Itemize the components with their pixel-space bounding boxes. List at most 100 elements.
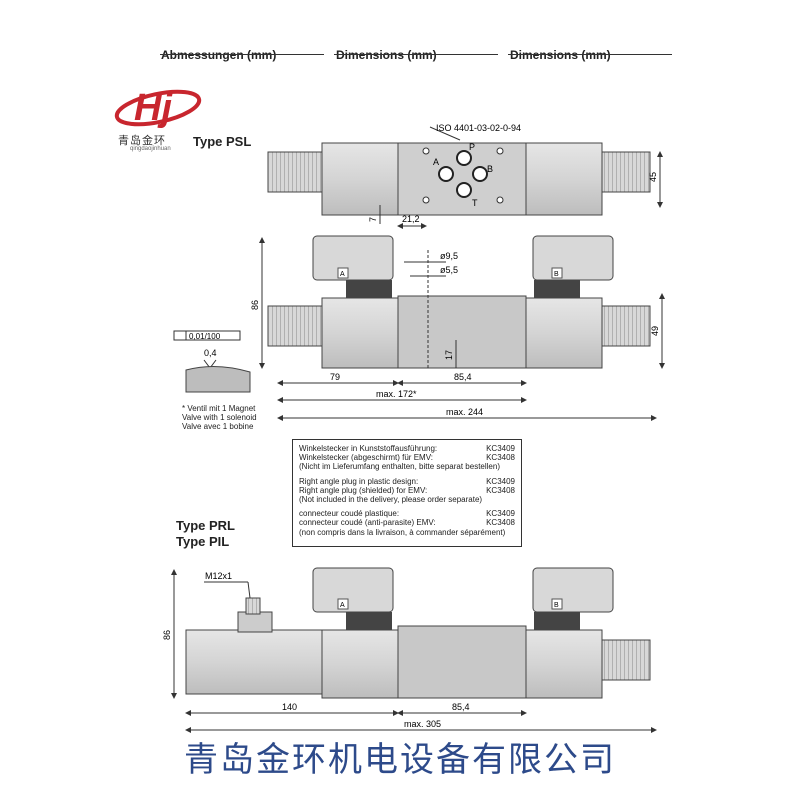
info-row: Right angle plug in plastic design: KC340… (299, 477, 515, 486)
dim-17: 17 (444, 350, 454, 360)
company-logo: Hj (114, 87, 202, 129)
knurled-nut-right (601, 151, 651, 193)
coil-letter-box-b (551, 598, 563, 610)
note-line-fr: Valve avec 1 bobine (182, 422, 254, 431)
dim-7: 7 (368, 217, 378, 222)
connector-plug-right (532, 235, 614, 281)
dim-85-4-top: 85,4 (454, 372, 472, 382)
solenoid-left (321, 142, 399, 216)
port-p-label: P (469, 142, 475, 152)
iso-label: ISO 4401-03-02-0-94 (436, 123, 521, 133)
logo-pinyin: qingdaojinhuan (130, 146, 171, 152)
dim-85-4-bottom: 85,4 (452, 702, 470, 712)
coil-letter-b: B (554, 271, 559, 278)
info-code: KC3409 (486, 444, 515, 453)
top-view-psl: ISO 4401-03-02-0-94 P A B T 45 21,2 7 (267, 123, 663, 229)
info-row: Right angle plug (shielded) for EMV: KC34… (299, 486, 515, 495)
info-label: Winkelstecker (abgeschirmt) für EMV: (299, 453, 433, 463)
coil-letter-a: A (340, 271, 345, 278)
logo-swoosh (114, 89, 202, 127)
solenoid-note: * Ventil mit 1 Magnet Valve with 1 solen… (182, 404, 257, 431)
dim-49: 49 (650, 326, 660, 336)
valve-body (397, 295, 527, 369)
note-line-en: Valve with 1 solenoid (182, 413, 257, 422)
port-t (456, 182, 472, 198)
solenoid-left (321, 629, 399, 699)
coil-letter-a: A (340, 602, 345, 609)
dim-79: 79 (330, 372, 340, 382)
company-name-footer: 青岛金环机电设备有限公司 (184, 740, 616, 780)
logo-name-cn: 青岛金环 (118, 134, 166, 147)
header-underline (508, 54, 672, 55)
info-code: KC3408 (486, 453, 515, 463)
connector-plug-left (312, 567, 394, 613)
coil-letter-box-a (337, 598, 349, 610)
pilot-actuator (185, 629, 323, 695)
mount-hole (422, 196, 430, 204)
dim-21-2: 21,2 (402, 214, 420, 224)
type-pil-label: Type PIL (176, 534, 230, 549)
solenoid-right (525, 629, 603, 699)
header-dimensions-fr: Dimensions (mm) (510, 48, 611, 62)
solenoid-left (321, 297, 399, 369)
m12-fitting (245, 597, 261, 615)
info-row: Winkelstecker in Kunststoffausführung: KC… (299, 444, 515, 453)
dim-max-305: max. 305 (404, 719, 441, 729)
m12-leader (247, 581, 251, 599)
coil-letter-box-a (337, 267, 349, 279)
solenoid-right (525, 297, 603, 369)
info-label: Right angle plug in plastic design: (299, 476, 419, 486)
info-label: Right angle plug (shielded) for EMV: (299, 485, 428, 495)
note-line-de: * Ventil mit 1 Magnet (182, 404, 256, 413)
valve-body (397, 625, 527, 699)
info-code: KC3409 (486, 509, 515, 519)
info-row: connecteur coudé plastique: KC3409 (299, 509, 515, 518)
port-p (456, 150, 472, 166)
header-abmessungen: Abmessungen (mm) (161, 48, 277, 62)
knurled-nut-left (267, 305, 323, 347)
info-row: connecteur coudé (anti-parasite) EMV:KC3… (299, 518, 515, 527)
dim-flatness: 0,01/100 (189, 332, 221, 341)
dim-m12: M12x1 (205, 571, 232, 581)
connector-plug-right (532, 567, 614, 613)
info-label: Winkelstecker in Kunststoffausführung: (299, 444, 438, 453)
solenoid-right (525, 142, 603, 216)
side-view-prl-pil: A B M12x1 86 140 85,4 max. 305 (162, 567, 657, 733)
mount-hole (422, 147, 430, 155)
info-note: (Nicht im Lieferumfang enthalten, bitte … (299, 462, 500, 472)
dim-max-172: max. 172* (376, 389, 417, 399)
info-label: connecteur coudé plastique: (299, 509, 400, 519)
connector-info-box: Winkelstecker in Kunststoffausführung: KC… (292, 439, 522, 547)
m12-port (237, 611, 273, 633)
info-note: (Not included in the delivery, please or… (299, 495, 483, 505)
knurled-nut-left (267, 151, 323, 193)
flatness-symbol (173, 330, 187, 341)
connector-plug-left (312, 235, 394, 281)
mount-hole (496, 147, 504, 155)
logo-mark: Hj (134, 87, 173, 129)
port-b-label: B (487, 164, 493, 174)
info-code: KC3408 (486, 518, 515, 528)
type-prl-label: Type PRL (176, 518, 235, 533)
info-code: KC3409 (486, 476, 515, 486)
knurled-nut-right (601, 639, 651, 681)
coil-letter-b: B (554, 602, 559, 609)
dim-45: 45 (648, 172, 658, 182)
port-b (472, 166, 488, 182)
info-code: KC3408 (486, 485, 515, 495)
mount-hole (496, 196, 504, 204)
header-underline (160, 54, 324, 55)
dim-140: 140 (282, 702, 297, 712)
header-underline (334, 54, 498, 55)
dim-roughness: 0,4 (204, 348, 217, 358)
info-note: (non compris dans la livraison, à comman… (299, 527, 506, 537)
dim-5-5: ø5,5 (440, 265, 458, 275)
knurled-nut-right (601, 305, 651, 347)
side-view-psl: A B ø9,5 ø5,5 86 49 17 79 85,4 max. 172*… (173, 235, 665, 421)
port-t-label: T (472, 198, 478, 208)
flatness-box (185, 330, 241, 341)
info-row: Winkelstecker (abgeschirmt) für EMV: KC34… (299, 453, 515, 462)
type-psl-label: Type PSL (193, 134, 252, 149)
dim-9-5: ø9,5 (440, 251, 458, 261)
